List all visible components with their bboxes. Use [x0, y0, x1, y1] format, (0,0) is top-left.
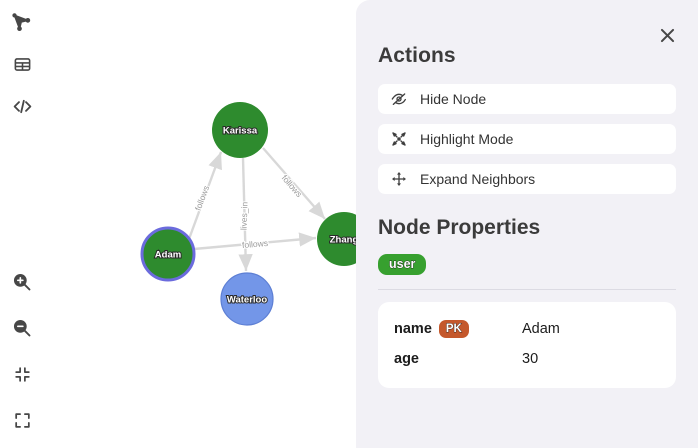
node-label-zhang: Zhang [330, 235, 359, 246]
zoom-in-icon[interactable] [8, 268, 36, 296]
hide-node-label: Hide Node [420, 91, 487, 107]
node-type-badge[interactable]: user [378, 254, 427, 275]
edge-label-karissa-waterloo: lives_in [239, 201, 250, 230]
node-details-panel: Actions Hide Node [356, 0, 698, 448]
properties-card: name PK Adam age 30 [378, 302, 676, 388]
graph-node-karissa[interactable]: Karissa [212, 102, 268, 158]
edge-karissa-waterloo[interactable] [238, 157, 253, 272]
property-value: Adam [522, 321, 560, 337]
eye-off-icon [390, 91, 407, 108]
property-row: age 30 [394, 344, 660, 374]
node-label-waterloo: Waterloo [227, 295, 267, 306]
graph-node-waterloo[interactable]: Waterloo [220, 272, 274, 326]
expand-arrows-icon [390, 171, 407, 188]
panel-divider [378, 289, 676, 290]
fit-view-icon[interactable] [8, 360, 36, 388]
panel-title: Actions [378, 44, 456, 67]
node-selection-ring [140, 226, 196, 282]
edge-label-adam-zhang: follows [242, 238, 269, 250]
edge-karissa-zhang[interactable] [262, 147, 326, 220]
node-label-karissa: Karissa [223, 126, 258, 137]
graph-view-icon[interactable] [8, 8, 36, 36]
actions-list: Hide Node Highlight [378, 84, 676, 194]
view-mode-toolbar [0, 8, 44, 120]
node-type-row: user [378, 254, 676, 275]
property-key-text: name [394, 321, 432, 337]
hide-node-button[interactable]: Hide Node [378, 84, 676, 114]
property-row: name PK Adam [394, 314, 660, 344]
close-icon[interactable] [654, 22, 680, 48]
graph-node-adam[interactable]: Adam [140, 226, 196, 282]
graph-nodes: Karissa Zhang Waterloo Adam [140, 102, 371, 326]
highlight-mode-button[interactable]: Highlight Mode [378, 124, 676, 154]
edge-adam-karissa[interactable] [187, 151, 223, 240]
expand-neighbors-button[interactable]: Expand Neighbors [378, 164, 676, 194]
property-key: name PK [394, 320, 522, 338]
edge-label-karissa-zhang: follows [280, 173, 305, 199]
property-key: age [394, 351, 522, 367]
node-label-adam: Adam [155, 250, 181, 261]
node-properties-title: Node Properties [378, 216, 541, 239]
property-key-text: age [394, 351, 419, 367]
expand-neighbors-label: Expand Neighbors [420, 171, 536, 187]
highlight-icon [390, 131, 407, 148]
pk-badge: PK [438, 320, 469, 338]
zoom-toolbar [0, 268, 44, 434]
table-view-icon[interactable] [8, 50, 36, 78]
fullscreen-icon[interactable] [8, 406, 36, 434]
highlight-mode-label: Highlight Mode [420, 131, 514, 147]
code-view-icon[interactable] [8, 92, 36, 120]
edge-label-adam-karissa: follows [193, 184, 211, 212]
graph-edges [187, 147, 326, 272]
property-value: 30 [522, 351, 539, 367]
edge-adam-zhang[interactable] [193, 232, 317, 251]
zoom-out-icon[interactable] [8, 314, 36, 342]
